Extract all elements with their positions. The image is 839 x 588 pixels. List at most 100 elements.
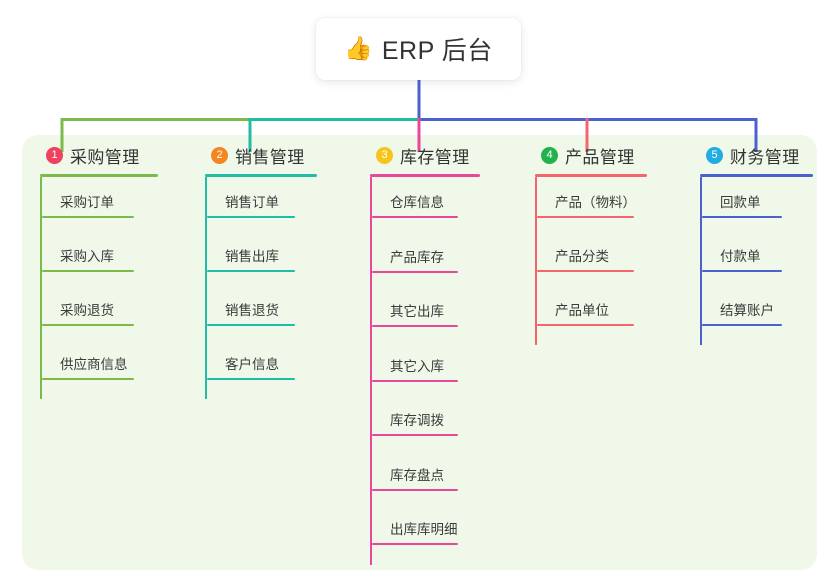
branch-item[interactable]: 付款单 <box>700 245 782 272</box>
branch-title: 产品管理 <box>565 147 635 167</box>
branch-item[interactable]: 供应商信息 <box>40 353 134 380</box>
branch-item-label: 其它出库 <box>390 304 444 319</box>
branch-item[interactable]: 客户信息 <box>205 353 295 380</box>
branch-items-2: 销售订单销售出库销售退货客户信息 <box>205 177 317 407</box>
branch-item-label: 销售出库 <box>225 249 279 264</box>
branch-number-badge: 1 <box>46 146 63 164</box>
branch-header-rule <box>205 174 317 177</box>
branch-item-rule <box>702 324 782 326</box>
branch-item-label: 销售退货 <box>225 303 279 318</box>
branch-item-label: 其它入库 <box>390 358 444 374</box>
branch-header-2[interactable]: 2 销售管理 <box>205 142 317 168</box>
branch-spine <box>700 177 702 345</box>
branch-item-label: 付款单 <box>720 249 761 264</box>
branch-number-badge: 2 <box>211 146 228 164</box>
branch-spine <box>40 177 42 399</box>
branch-header-rule <box>370 174 480 177</box>
root-node[interactable]: 👍 ERP 后台 <box>316 18 521 80</box>
branch-item-label: 采购退货 <box>60 303 114 318</box>
branch-item-rule <box>207 216 295 218</box>
branch-header-3[interactable]: 3 库存管理 <box>370 142 480 168</box>
branch-item[interactable]: 采购退货 <box>40 299 134 326</box>
branch-header-rule <box>40 174 158 177</box>
diagram-background-panel <box>22 135 817 570</box>
branch-item-rule <box>372 488 458 491</box>
branch-spine <box>535 177 537 345</box>
thumbs-up-icon: 👍 <box>344 35 373 62</box>
branch-item-label: 结算账户 <box>720 303 774 318</box>
branch-item-rule <box>372 325 458 327</box>
branch-spine <box>205 177 207 399</box>
branch-item[interactable]: 采购入库 <box>40 245 134 272</box>
branch-item-label: 产品库存 <box>390 249 444 265</box>
branch-item[interactable]: 采购订单 <box>40 191 134 218</box>
branch-item-rule <box>702 270 782 272</box>
branch-item-rule <box>702 216 782 218</box>
branch-item-label: 销售订单 <box>225 195 279 210</box>
branch-item-rule <box>42 270 134 272</box>
branch-item-label: 供应商信息 <box>60 357 128 372</box>
branch-column-1: 1 采购管理采购订单采购入库采购退货供应商信息 <box>40 142 158 407</box>
branch-item[interactable]: 产品（物料） <box>535 191 636 218</box>
branch-item-rule <box>42 324 134 326</box>
branch-item[interactable]: 销售订单 <box>205 191 295 218</box>
branch-item[interactable]: 其它出库 <box>370 300 458 327</box>
branch-item[interactable]: 回款单 <box>700 191 782 218</box>
branch-item-label: 库存调拨 <box>390 413 444 428</box>
branch-items-3: 仓库信息产品库存其它出库其它入库库存调拨库存盘点出库库明细 <box>370 177 480 573</box>
branch-item[interactable]: 库存调拨 <box>370 409 458 436</box>
branch-title: 销售管理 <box>235 147 305 167</box>
branch-column-2: 2 销售管理销售订单销售出库销售退货客户信息 <box>205 142 317 407</box>
branch-item-label: 采购订单 <box>60 195 114 210</box>
branch-item-rule <box>42 378 134 380</box>
branch-item-rule <box>42 216 134 218</box>
branch-item[interactable]: 其它入库 <box>370 355 458 382</box>
branch-item[interactable]: 结算账户 <box>700 299 782 326</box>
branch-item-rule <box>537 270 634 272</box>
branch-item-label: 产品（物料） <box>555 195 636 210</box>
branch-item[interactable]: 库存盘点 <box>370 464 458 491</box>
branch-items-5: 回款单付款单结算账户 <box>700 177 813 353</box>
branch-column-5: 5 财务管理回款单付款单结算账户 <box>700 142 813 353</box>
branch-item[interactable]: 销售退货 <box>205 299 295 326</box>
branch-item-label: 仓库信息 <box>390 195 444 210</box>
branch-item-label: 库存盘点 <box>390 467 444 483</box>
branch-item[interactable]: 仓库信息 <box>370 191 458 218</box>
branch-item-label: 客户信息 <box>225 357 279 372</box>
branch-column-4: 4 产品管理产品（物料） 产品分类产品单位 <box>535 142 647 353</box>
branch-header-rule <box>700 174 813 177</box>
branch-item-label: 产品单位 <box>555 303 609 318</box>
branch-item-rule <box>207 378 295 380</box>
branch-item[interactable]: 产品分类 <box>535 245 634 272</box>
branch-item-rule <box>372 379 458 382</box>
branch-item[interactable]: 出库库明细 <box>370 518 458 545</box>
branch-item[interactable]: 销售出库 <box>205 245 295 272</box>
branch-items-4: 产品（物料） 产品分类产品单位 <box>535 177 647 353</box>
branch-item-label: 采购入库 <box>60 249 114 264</box>
branch-header-5[interactable]: 5 财务管理 <box>700 142 813 168</box>
branch-item-rule <box>537 324 634 326</box>
branch-column-3: 3 库存管理仓库信息产品库存其它出库其它入库库存调拨库存盘点出库库明细 <box>370 142 480 573</box>
branch-item-label: 回款单 <box>720 195 761 210</box>
branch-item-label: 出库库明细 <box>390 522 458 537</box>
branch-item-rule <box>537 216 634 218</box>
branch-number-badge: 4 <box>541 146 558 164</box>
branch-title: 库存管理 <box>400 147 470 167</box>
branch-item[interactable]: 产品单位 <box>535 299 634 326</box>
branch-header-4[interactable]: 4 产品管理 <box>535 142 647 168</box>
branch-items-1: 采购订单采购入库采购退货供应商信息 <box>40 177 158 407</box>
branch-spine <box>370 177 372 565</box>
branch-item-rule <box>372 270 458 273</box>
branch-header-1[interactable]: 1 采购管理 <box>40 142 158 168</box>
branch-number-badge: 5 <box>706 146 723 164</box>
branch-item-rule <box>372 434 458 436</box>
branch-item-label: 产品分类 <box>555 249 609 264</box>
branch-item-rule <box>207 324 295 326</box>
branch-item-rule <box>207 270 295 272</box>
branch-number-badge: 3 <box>376 146 393 164</box>
branch-title: 采购管理 <box>70 147 140 167</box>
branch-item[interactable]: 产品库存 <box>370 246 458 273</box>
branch-title: 财务管理 <box>730 147 800 167</box>
branch-item-rule <box>372 216 458 218</box>
